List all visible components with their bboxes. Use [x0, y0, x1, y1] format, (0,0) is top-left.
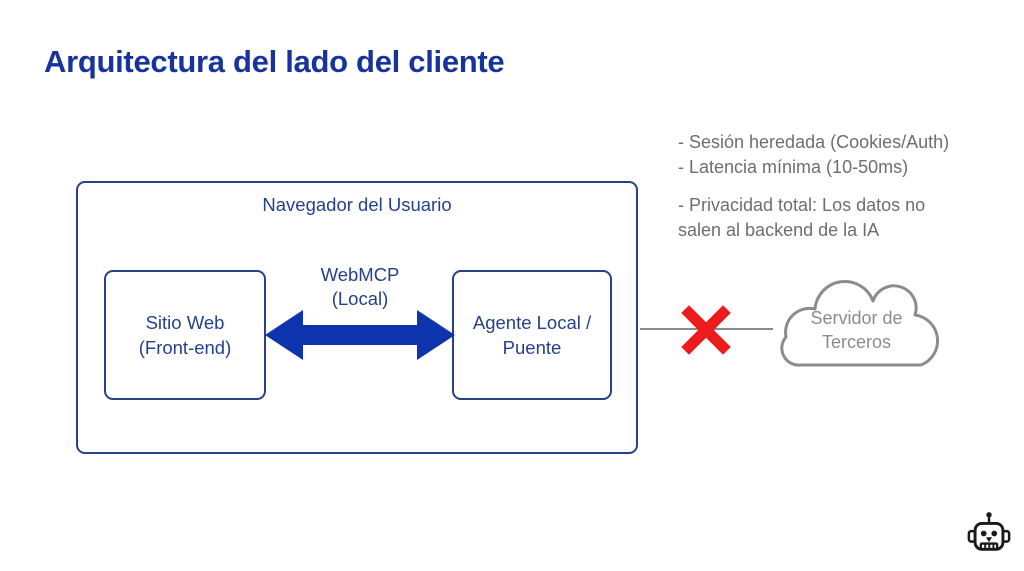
third-party-server-node: Servidor de Terceros: [773, 275, 940, 368]
benefits-list: - Sesión heredada (Cookies/Auth) - Laten…: [678, 130, 1008, 243]
website-node-label-line2: (Front-end): [138, 337, 232, 358]
benefit-privacy-line1: - Privacidad total: Los datos no: [678, 195, 926, 215]
browser-box-label: Navegador del Usuario: [262, 194, 452, 215]
cloud-label: Servidor de Terceros: [773, 275, 940, 368]
agent-node-label-line1: Agente Local /: [472, 312, 592, 333]
benefit-privacy-line2: salen al backend de la IA: [678, 220, 880, 240]
protocol-label: WebMCP (Local): [265, 263, 455, 311]
agent-node-label-line2: Puente: [502, 337, 562, 358]
cloud-label-line1: Servidor de: [810, 307, 903, 328]
benefit-session: - Sesión heredada (Cookies/Auth): [678, 132, 950, 152]
website-node: Sitio Web (Front-end): [104, 270, 266, 400]
protocol-label-line1: WebMCP: [320, 264, 400, 285]
benefit-latency: - Latencia mínima (10-50ms): [678, 157, 909, 177]
agent-node: Agente Local / Puente: [452, 270, 612, 400]
cloud-icon: [780, 280, 940, 367]
page-title: Arquitectura del lado del cliente: [44, 44, 505, 79]
double-arrow-icon: [265, 310, 455, 360]
website-node-label-line1: Sitio Web: [145, 312, 225, 333]
notes-spacer: [678, 180, 1008, 193]
robot-watermark: [966, 508, 1012, 563]
red-x-icon: [681, 305, 731, 355]
cloud-label-line2: Terceros: [821, 331, 892, 352]
protocol-label-line2: (Local): [331, 288, 389, 309]
browser-container-box: Navegador del Usuario: [76, 181, 638, 454]
robot-icon: [967, 512, 1011, 551]
